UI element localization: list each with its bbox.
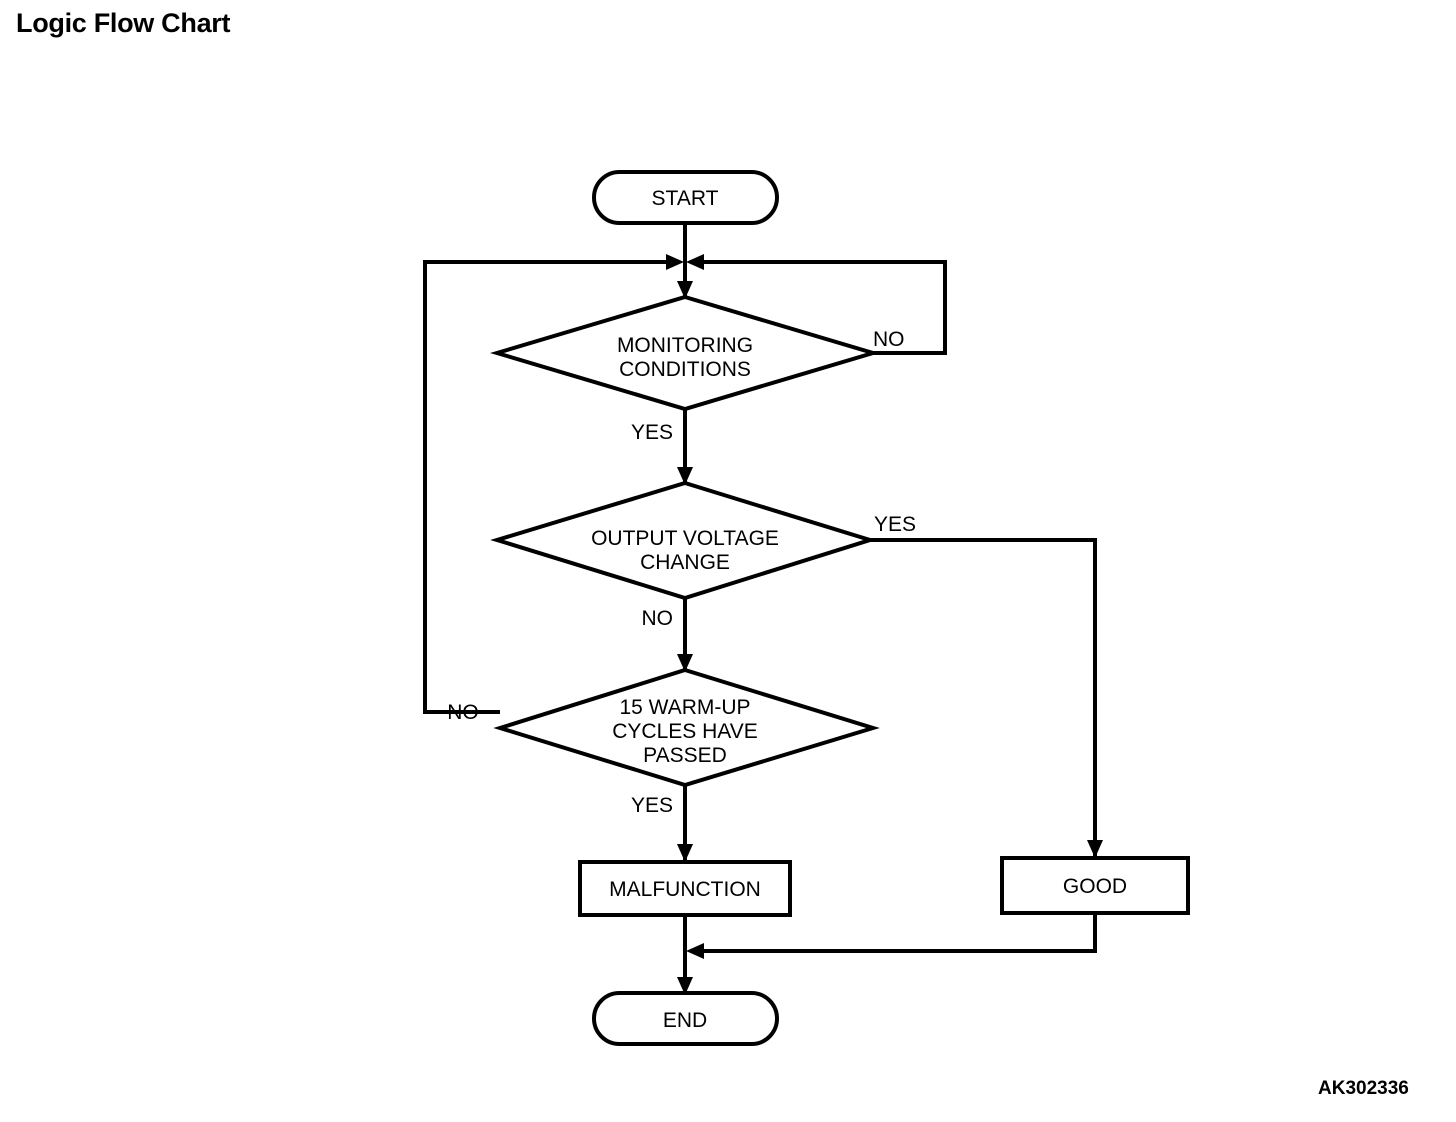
node-start-label: START <box>652 187 719 210</box>
edge-label-monitoring-yes: YES <box>631 421 673 444</box>
connector-malfunction-to-end <box>677 915 693 995</box>
edge-label-warmup-no: NO <box>447 701 479 724</box>
reference-code: AK302336 <box>1318 1078 1409 1099</box>
node-end-label: END <box>663 1009 707 1032</box>
node-voltage-label-line2: CHANGE <box>640 551 730 574</box>
node-malfunction[interactable]: MALFUNCTION <box>578 860 792 917</box>
node-warmup-label-line3: PASSED <box>643 744 727 767</box>
node-start[interactable]: START <box>592 170 779 225</box>
edge-label-warmup-yes: YES <box>631 794 673 817</box>
connector-warmup-no-feedback <box>423 254 684 712</box>
connector-start-to-monitoring <box>677 222 693 299</box>
connector-monitoring-yes <box>677 409 693 485</box>
connector-monitoring-no-feedback <box>686 254 947 353</box>
node-end[interactable]: END <box>592 991 779 1046</box>
connector-good-to-end <box>686 913 1097 959</box>
node-monitoring-conditions[interactable]: MONITORING CONDITIONS <box>489 294 881 412</box>
node-monitoring-label-line1: MONITORING <box>617 334 753 357</box>
edge-label-monitoring-no: NO <box>873 328 905 351</box>
node-warmup-label-line1: 15 WARM-UP <box>619 696 750 719</box>
node-voltage-label-line1: OUTPUT VOLTAGE <box>591 527 779 550</box>
node-warmup-cycles[interactable]: 15 WARM-UP CYCLES HAVE PASSED <box>493 667 880 788</box>
edge-label-voltage-yes: YES <box>874 513 916 536</box>
node-good[interactable]: GOOD <box>1000 856 1190 915</box>
node-monitoring-label-line2: CONDITIONS <box>619 358 751 381</box>
connector-voltage-no-to-warmup <box>677 598 693 672</box>
connector-voltage-yes-to-good <box>870 538 1103 858</box>
connector-warmup-yes-to-malfunction <box>677 785 693 862</box>
edge-label-voltage-no: NO <box>642 607 674 630</box>
page-title: Logic Flow Chart <box>16 8 231 38</box>
node-warmup-label-line2: CYCLES HAVE <box>612 720 758 743</box>
node-malfunction-label: MALFUNCTION <box>609 878 761 901</box>
node-output-voltage-change[interactable]: OUTPUT VOLTAGE CHANGE <box>490 480 877 601</box>
node-good-label: GOOD <box>1063 875 1127 898</box>
